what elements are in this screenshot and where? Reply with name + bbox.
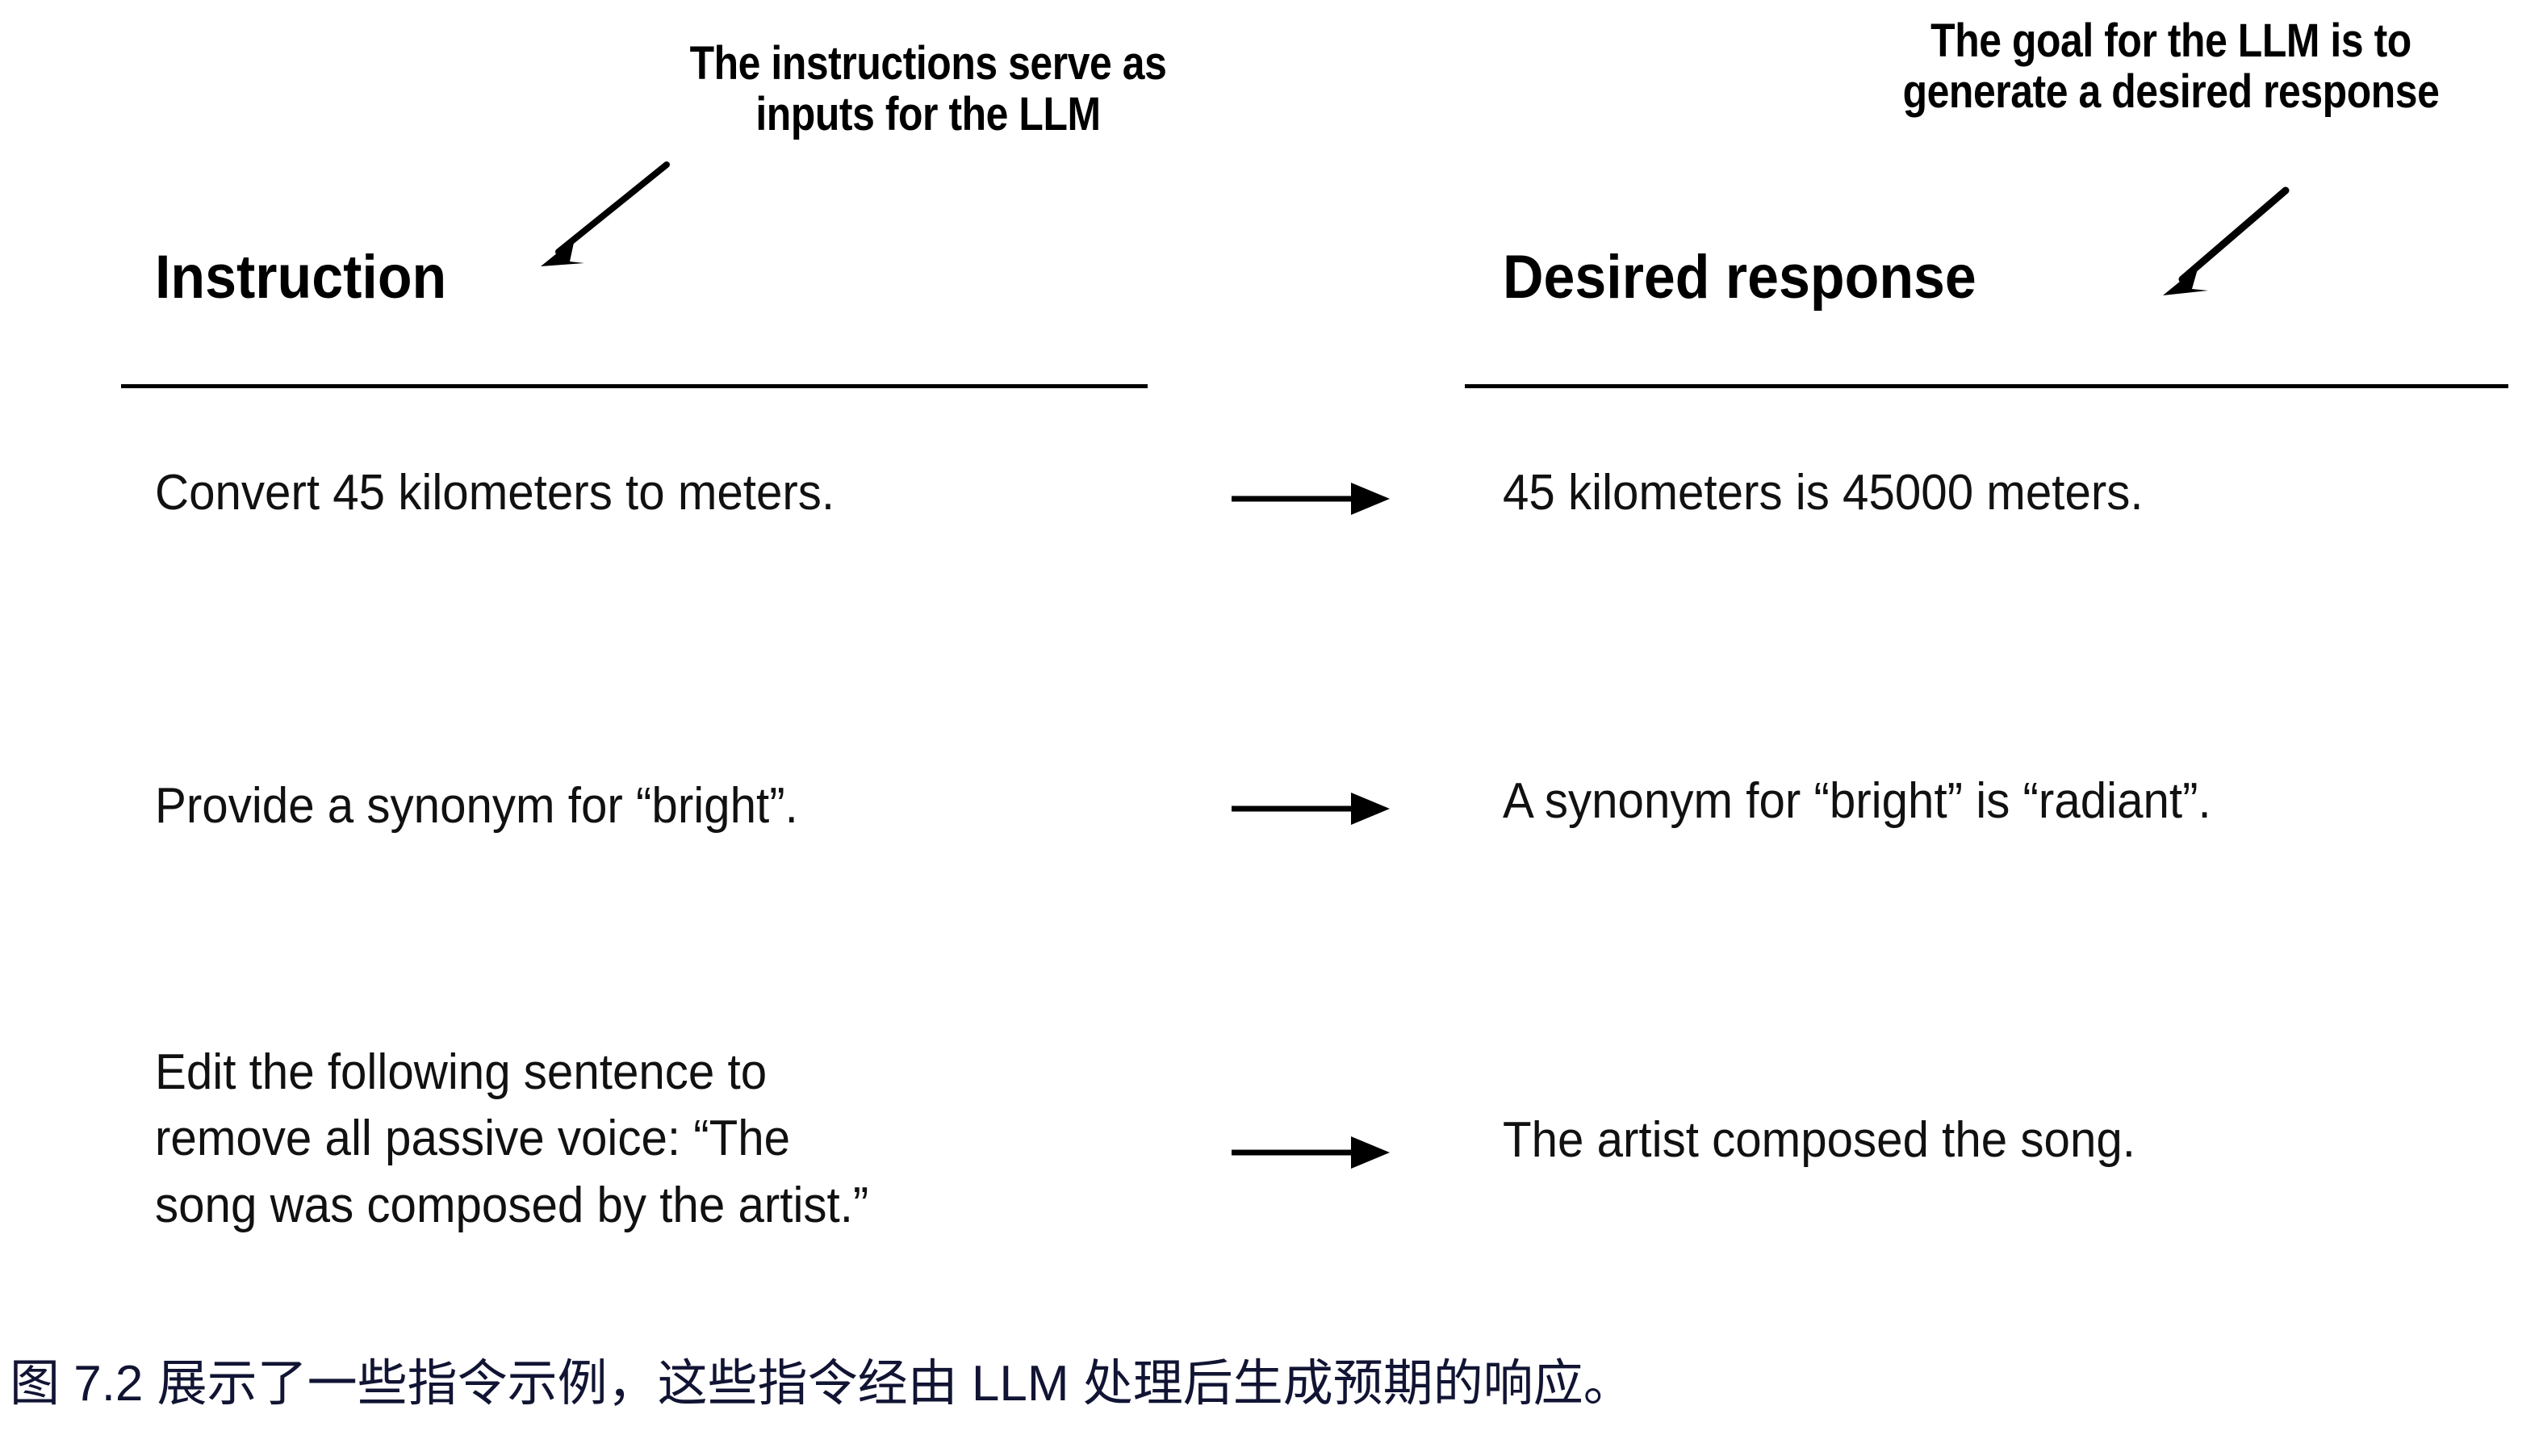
figure-caption: 图 7.2 展示了一些指令示例，这些指令经由 LLM 处理后生成预期的响应。 bbox=[10, 1356, 1633, 1412]
response-cell: The artist composed the song. bbox=[1503, 1112, 2135, 1168]
column-header-desired-response: Desired response bbox=[1503, 243, 1976, 312]
arrow-right-icon bbox=[1228, 784, 1398, 833]
header-rule-right bbox=[1465, 384, 2508, 388]
arrow-right-icon bbox=[1228, 475, 1398, 523]
instruction-cell: Edit the following sentence to remove al… bbox=[155, 1044, 869, 1233]
response-cell: A synonym for “bright” is “radiant”. bbox=[1503, 773, 2211, 829]
callout-response-text: The goal for the LLM is to generate a de… bbox=[1902, 15, 2440, 118]
arrow-right-icon bbox=[1228, 1128, 1398, 1177]
header-rule-left bbox=[121, 384, 1148, 388]
callout-instruction-text: The instructions serve as inputs for the… bbox=[689, 37, 1167, 140]
column-header-instruction: Instruction bbox=[155, 243, 447, 312]
response-cell: 45 kilometers is 45000 meters. bbox=[1503, 465, 2144, 521]
instruction-cell: Convert 45 kilometers to meters. bbox=[155, 465, 835, 521]
arrow-diagonal-down-left-icon bbox=[525, 153, 678, 274]
instruction-cell: Provide a synonym for “bright”. bbox=[155, 778, 798, 834]
arrow-diagonal-down-left-icon bbox=[2147, 178, 2300, 303]
